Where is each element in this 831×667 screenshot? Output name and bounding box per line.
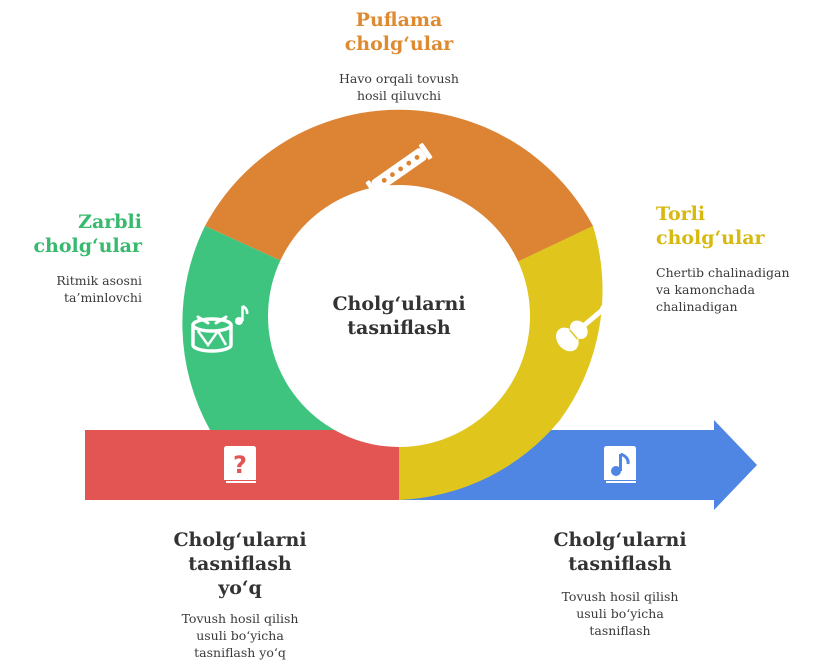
wind-desc-line1: Havo orqali tovush — [339, 71, 459, 86]
strings-desc-line1: Chertib chalinadigan — [656, 265, 790, 280]
no-classification-desc-line1: Tovush hosil qilish — [181, 611, 299, 626]
strings-desc-line2: va kamonchada — [656, 282, 755, 297]
center-title: Cholg‘ularni tasniflash — [299, 292, 499, 340]
wind-label: Puflama cholg‘ular Havo orqali tovush ho… — [299, 8, 499, 104]
wind-title-line2: cholg‘ular — [344, 33, 454, 55]
no-classification-label: Cholg‘ularni tasniflash yo‘q Tovush hosi… — [140, 528, 340, 661]
center-title-line1: Cholg‘ularni — [332, 293, 466, 315]
strings-title-line1: Torli — [656, 203, 706, 225]
percussion-desc-line2: ta’minlovchi — [64, 290, 142, 305]
strings-label: Torli cholg‘ular Chertib chalinadigan va… — [656, 202, 828, 315]
violin-icon — [556, 304, 609, 352]
question-book-icon: ? — [224, 446, 256, 484]
no-classification-desc-line3: tasniflash yo‘q — [194, 645, 286, 660]
percussion-title-line1: Zarbli — [78, 211, 142, 233]
classification-desc-line3: tasniflash — [589, 623, 651, 638]
center-title-line2: tasniflash — [347, 317, 451, 339]
classification-title-line2: tasniflash — [568, 553, 672, 575]
classification-desc-line2: usuli bo‘yicha — [576, 606, 664, 621]
percussion-segment — [182, 226, 335, 430]
no-classification-title-line1: Cholg‘ularni — [173, 529, 307, 551]
strings-title-line2: cholg‘ular — [656, 227, 765, 249]
music-book-icon — [604, 446, 636, 484]
svg-text:?: ? — [233, 451, 247, 479]
no-classification-desc-line2: usuli bo‘yicha — [196, 628, 284, 643]
percussion-desc-line1: Ritmik asosni — [56, 273, 142, 288]
strings-desc-line3: chalinadigan — [656, 299, 738, 314]
classification-desc-line1: Tovush hosil qilish — [561, 589, 679, 604]
no-classification-title-line3: yo‘q — [218, 577, 262, 599]
drum-icon — [191, 304, 249, 353]
wind-title-line1: Puflama — [355, 9, 443, 31]
flute-icon — [365, 143, 433, 197]
no-classification-title-line2: tasniflash — [188, 553, 292, 575]
classification-title-line1: Cholg‘ularni — [553, 529, 687, 551]
wind-desc-line2: hosil qiluvchi — [356, 88, 442, 103]
percussion-title-line2: cholg‘ular — [33, 235, 142, 257]
percussion-label: Zarbli cholg‘ular Ritmik asosni ta’minlo… — [0, 210, 142, 306]
center-circle — [268, 185, 530, 447]
classification-label: Cholg‘ularni tasniflash Tovush hosil qil… — [520, 528, 720, 639]
